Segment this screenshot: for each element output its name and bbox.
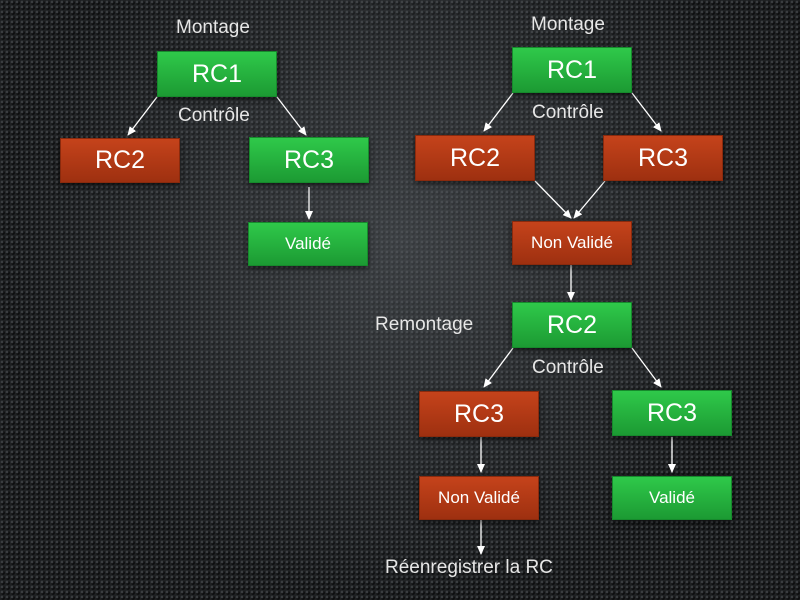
arrow-rc1-to-rc2-left bbox=[127, 96, 158, 136]
arrow-rc1-to-rc2-right bbox=[483, 92, 514, 132]
non-valide-box-top: Non Validé bbox=[512, 221, 632, 265]
arrow-rc2-to-rc3-green bbox=[631, 347, 662, 388]
rc1-box-right: RC1 bbox=[512, 47, 632, 93]
montage-label-right: Montage bbox=[531, 14, 605, 35]
controle-label-bottom: Contrôle bbox=[532, 357, 604, 378]
arrow-rc1-to-rc3-right bbox=[631, 92, 662, 132]
rc3-box-left: RC3 bbox=[249, 137, 369, 183]
rc2-remontage-box: RC2 bbox=[512, 302, 632, 348]
rc3-red-box: RC3 bbox=[419, 391, 539, 437]
arrow-rc3-to-nonvalide bbox=[573, 180, 606, 219]
rc3-box-right: RC3 bbox=[603, 135, 723, 181]
rc1-box-left: RC1 bbox=[157, 51, 277, 97]
rc3-green-box: RC3 bbox=[612, 390, 732, 436]
controle-label-left: Contrôle bbox=[178, 105, 250, 126]
arrow-rc2-to-rc3-red bbox=[483, 347, 514, 388]
arrow-rc1-to-rc3-left bbox=[276, 96, 307, 136]
valide-box-right: Validé bbox=[612, 476, 732, 520]
controle-label-right: Contrôle bbox=[532, 102, 604, 123]
non-valide-box-bottom: Non Validé bbox=[419, 476, 539, 520]
remontage-label: Remontage bbox=[375, 314, 474, 335]
valide-box-left: Validé bbox=[248, 222, 368, 266]
rc2-box-left: RC2 bbox=[60, 138, 180, 183]
rc2-box-right: RC2 bbox=[415, 135, 535, 181]
reenregistrer-label: Réenregistrer la RC bbox=[385, 557, 553, 578]
montage-label-left: Montage bbox=[176, 17, 250, 38]
arrow-rc2-to-nonvalide bbox=[534, 180, 572, 219]
